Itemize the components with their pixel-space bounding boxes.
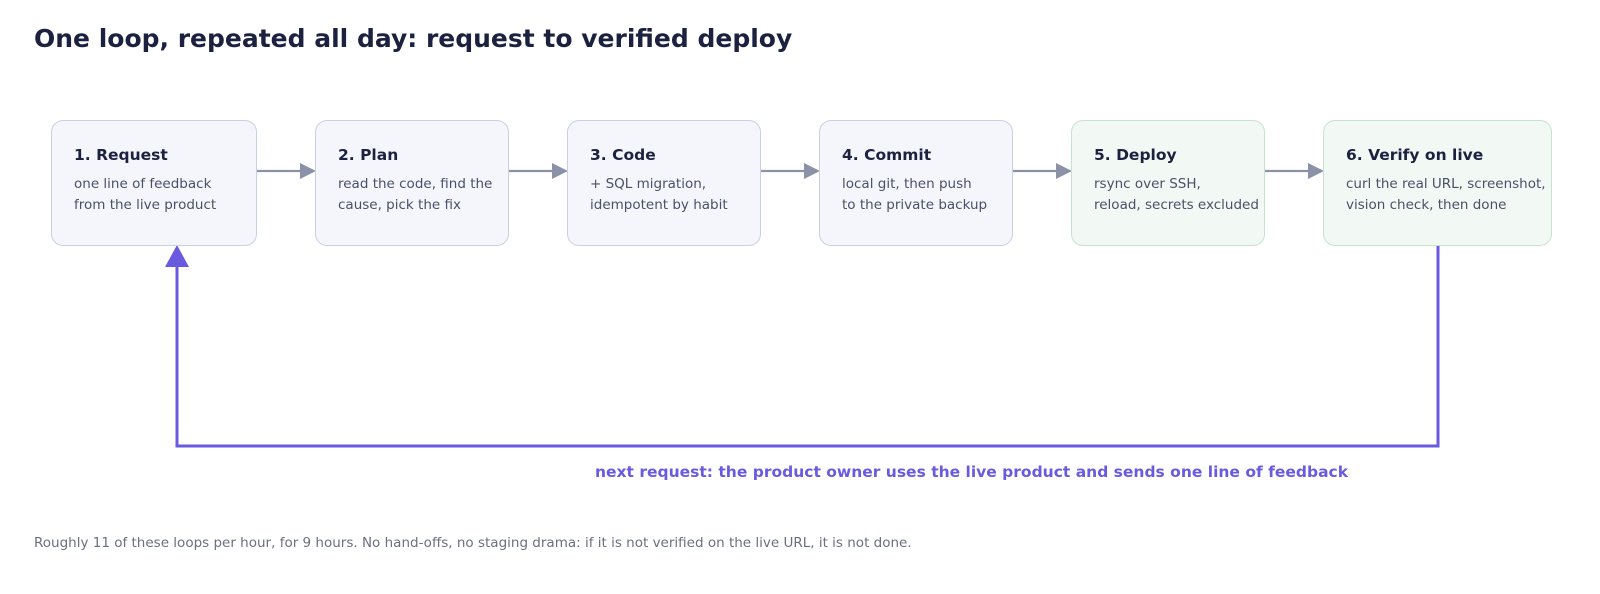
step-box-deploy: 5. Deploy rsync over SSH, reload, secret… (1071, 120, 1265, 246)
step-description-line-2: cause, pick the fix (338, 197, 461, 213)
arrowhead-plan-to-code (552, 163, 568, 179)
step-description-line-1: local git, then push (842, 176, 972, 192)
loop-back-arrowhead (165, 245, 189, 267)
step-description-line-2: reload, secrets excluded (1094, 197, 1259, 213)
step-box-plan: 2. Plan read the code, find the cause, p… (315, 120, 509, 246)
loop-back-line (175, 246, 1440, 448)
step-box-commit: 4. Commit local git, then push to the pr… (819, 120, 1013, 246)
step-description-line-2: idempotent by habit (590, 197, 728, 213)
step-box-request: 1. Request one line of feedback from the… (51, 120, 257, 246)
step-title: 2. Plan (338, 146, 399, 164)
step-description-line-1: read the code, find the (338, 176, 493, 192)
step-title: 5. Deploy (1094, 146, 1177, 164)
step-box-verify: 6. Verify on live curl the real URL, scr… (1323, 120, 1552, 246)
step-title: 3. Code (590, 146, 656, 164)
arrowhead-code-to-commit (804, 163, 820, 179)
footer-note: Roughly 11 of these loops per hour, for … (34, 535, 912, 551)
arrowhead-commit-to-deploy (1056, 163, 1072, 179)
arrowhead-deploy-to-verify (1308, 163, 1324, 179)
step-title: 4. Commit (842, 146, 932, 164)
step-description-line-2: vision check, then done (1346, 197, 1507, 213)
loop-back-arrow (177, 246, 1438, 446)
step-description-line-1: + SQL migration, (590, 176, 707, 192)
diagram-title: One loop, repeated all day: request to v… (34, 24, 793, 53)
step-title: 1. Request (74, 146, 168, 164)
step-title: 6. Verify on live (1346, 146, 1484, 164)
step-description-line-1: curl the real URL, screenshot, (1346, 176, 1546, 192)
step-box-code: 3. Code + SQL migration, idempotent by h… (567, 120, 761, 246)
arrowhead-request-to-plan (300, 163, 316, 179)
step-arrows (257, 163, 1324, 179)
step-description-line-2: to the private backup (842, 197, 988, 213)
step-description-line-1: rsync over SSH, (1094, 176, 1201, 192)
step-description-line-1: one line of feedback (74, 176, 212, 192)
step-description-line-2: from the live product (74, 197, 217, 213)
loop-back-label: next request: the product owner uses the… (595, 463, 1349, 481)
